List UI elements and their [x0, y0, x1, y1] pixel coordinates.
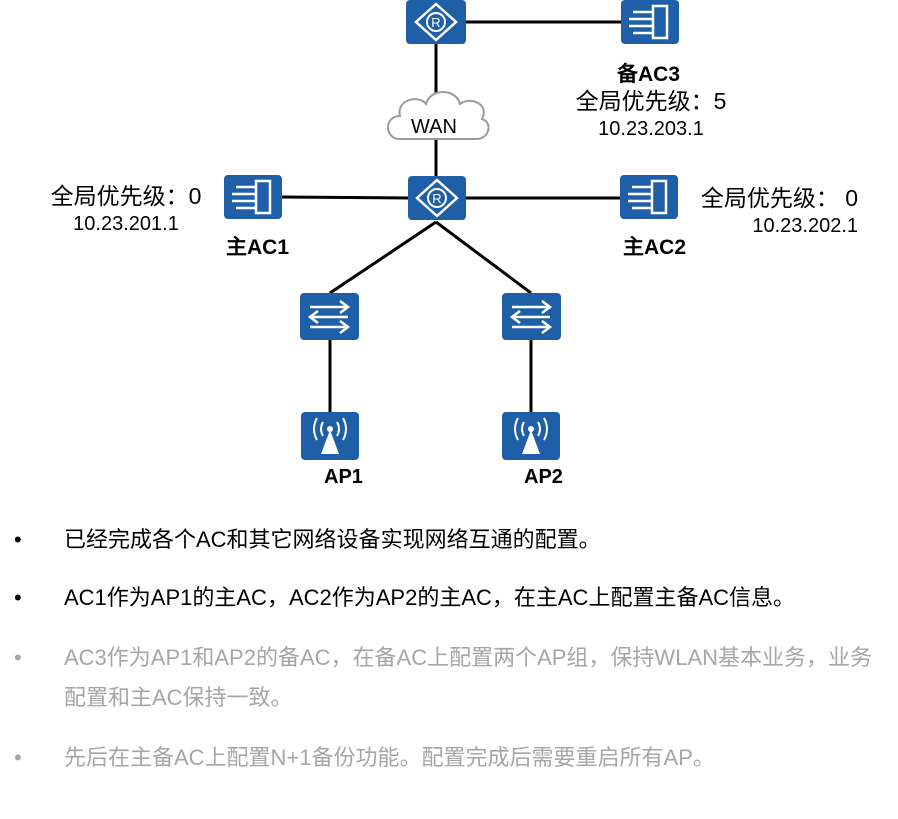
access-controller-icon — [620, 175, 678, 219]
switch-2 — [502, 293, 561, 340]
switch-1 — [300, 293, 359, 340]
ac2-name: 主AC2 — [623, 236, 687, 259]
wireless-ap-icon — [301, 412, 359, 460]
bullet-icon: • — [14, 585, 22, 610]
ac2-priority: 全局优先级： 0 — [700, 185, 858, 211]
access-controller-icon — [621, 0, 679, 44]
ac1-device — [224, 175, 282, 219]
ap1-device — [301, 412, 359, 460]
ac1-info: 全局优先级：0 10.23.201.1 — [43, 182, 209, 238]
wireless-ap-icon — [502, 412, 560, 460]
svg-text:R: R — [431, 15, 440, 30]
note-text: 已经完成各个AC和其它网络设备实现网络互通的配置。 — [64, 527, 601, 552]
router-top: R — [406, 0, 466, 44]
wan-label: WAN — [411, 116, 457, 138]
access-controller-icon — [224, 175, 282, 219]
switch-icon — [502, 293, 561, 340]
cloud-icon — [387, 91, 490, 140]
link-router-core-switch2 — [435, 220, 532, 295]
note-text: AC3作为AP1和AP2的备AC，在备AC上配置两个AP组，保持WLAN基本业务… — [64, 645, 872, 710]
link-router-core-switch1 — [329, 220, 437, 295]
switch-icon — [300, 293, 359, 340]
link-ac1-router-core — [281, 195, 411, 200]
topology-links — [281, 20, 649, 412]
ap2-name: AP2 — [524, 466, 563, 488]
bullet-icon: • — [14, 645, 22, 670]
router-core: R — [408, 176, 466, 220]
ac1-name: 主AC1 — [226, 236, 290, 259]
ac2-device — [620, 175, 678, 219]
router-icon: R — [406, 0, 466, 44]
note-text: 先后在主备AC上配置N+1备份功能。配置完成后需要重启所有AP。 — [64, 745, 715, 770]
svg-text:R: R — [432, 191, 441, 206]
ap2-device — [502, 412, 560, 460]
bullet-icon: • — [14, 527, 22, 552]
bullet-icon: • — [14, 745, 22, 770]
ac2-ip: 10.23.202.1 — [752, 215, 858, 237]
ac1-ip: 10.23.201.1 — [73, 213, 179, 235]
ac3-device — [621, 0, 679, 44]
router-icon: R — [408, 176, 466, 220]
ac2-info: 全局优先级： 0 10.23.202.1 — [690, 184, 858, 240]
ac1-priority: 全局优先级：0 — [50, 183, 202, 209]
ac3-priority: 全局优先级：5 — [575, 88, 727, 114]
ac3-ip: 10.23.203.1 — [598, 118, 704, 140]
note-text: AC1作为AP1的主AC，AC2作为AP2的主AC，在主AC上配置主备AC信息。 — [64, 585, 796, 610]
ap1-name: AP1 — [324, 466, 363, 488]
ac3-info: 全局优先级：5 10.23.203.1 — [568, 87, 734, 143]
network-topology-diagram: WAN R R — [43, 0, 858, 488]
ac3-name: 备AC3 — [617, 63, 681, 86]
